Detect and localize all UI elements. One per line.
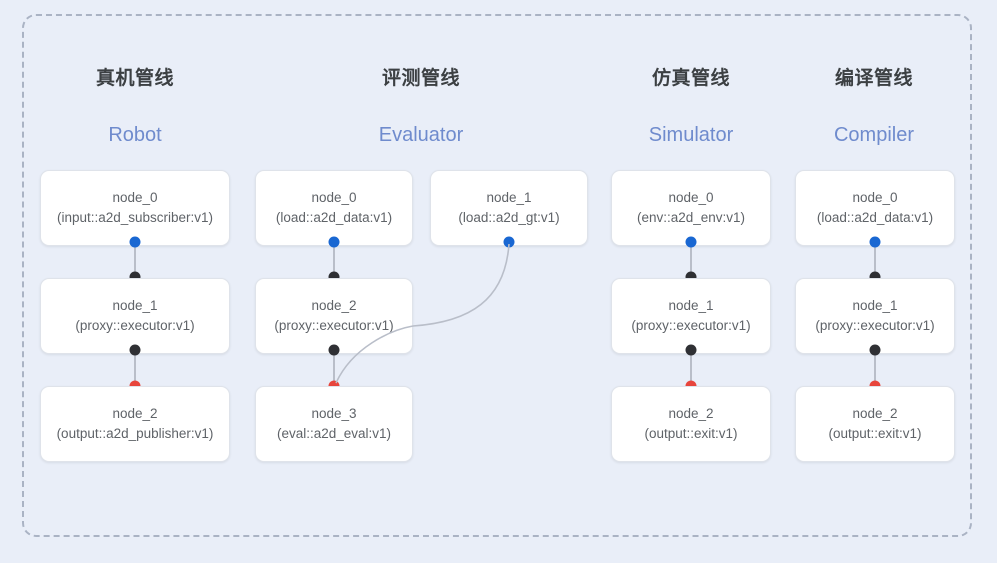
node-label-type: (proxy::executor:v1) (75, 318, 195, 333)
edge-compiler-0-1 (874, 241, 876, 279)
port-output-icon[interactable] (869, 236, 881, 248)
node-label-name: node_3 (311, 406, 357, 421)
node-label-name: node_0 (311, 190, 357, 205)
node-label-type: (load::a2d_data:v1) (275, 210, 393, 225)
port-input-icon[interactable] (869, 271, 881, 283)
node-label-type: (load::a2d_gt:v1) (458, 210, 560, 225)
column-title-simulator: 仿真管线 (651, 68, 730, 89)
port-output-icon[interactable] (328, 344, 340, 356)
column-subtitle-compiler: Compiler (833, 124, 915, 146)
edge-evaluator-2-3 (333, 349, 335, 387)
node-simulator-0[interactable]: node_0 (env::a2d_env:v1) (611, 170, 771, 246)
node-label-type: (proxy::executor:v1) (631, 318, 751, 333)
node-label-type: (proxy::executor:v1) (274, 318, 394, 333)
edge-simulator-0-1 (690, 241, 692, 279)
port-input-icon[interactable] (685, 271, 697, 283)
node-label-type: (proxy::executor:v1) (815, 318, 935, 333)
port-output-icon[interactable] (685, 236, 697, 248)
node-simulator-2[interactable]: node_2 (output::exit:v1) (611, 386, 771, 462)
column-title-compiler: 编译管线 (834, 68, 913, 89)
edge-evaluator-0-2 (333, 241, 335, 279)
edge-robot-0-1 (134, 241, 136, 279)
node-label-name: node_0 (112, 190, 158, 205)
port-output-icon[interactable] (328, 236, 340, 248)
port-output-icon[interactable] (503, 236, 515, 248)
node-robot-1[interactable]: node_1 (proxy::executor:v1) (40, 278, 230, 354)
port-input-icon[interactable] (129, 271, 141, 283)
node-label-type: (env::a2d_env:v1) (636, 210, 746, 225)
port-output-icon[interactable] (129, 236, 141, 248)
node-label-name: node_1 (668, 298, 714, 313)
node-label-name: node_2 (311, 298, 357, 313)
column-title-robot: 真机管线 (95, 68, 174, 89)
diagram-dashed-frame (22, 14, 972, 537)
node-label-type: (output::exit:v1) (644, 426, 738, 441)
port-output-icon[interactable] (685, 344, 697, 356)
column-subtitle-evaluator: Evaluator (378, 124, 464, 146)
node-label-type: (eval::a2d_eval:v1) (276, 426, 392, 441)
node-evaluator-2[interactable]: node_2 (proxy::executor:v1) (255, 278, 413, 354)
node-label-name: node_2 (852, 406, 898, 421)
node-label-type: (output::a2d_publisher:v1) (56, 426, 214, 441)
port-output-icon[interactable] (869, 344, 881, 356)
node-label-name: node_0 (852, 190, 898, 205)
node-label-name: node_1 (852, 298, 898, 313)
column-title-evaluator: 评测管线 (381, 68, 460, 89)
node-label-name: node_1 (486, 190, 532, 205)
node-evaluator-3[interactable]: node_3 (eval::a2d_eval:v1) (255, 386, 413, 462)
node-simulator-1[interactable]: node_1 (proxy::executor:v1) (611, 278, 771, 354)
node-label-name: node_0 (668, 190, 714, 205)
edge-robot-1-2 (134, 349, 136, 387)
column-subtitle-robot: Robot (108, 124, 162, 146)
node-evaluator-0[interactable]: node_0 (load::a2d_data:v1) (255, 170, 413, 246)
node-compiler-0[interactable]: node_0 (load::a2d_data:v1) (795, 170, 955, 246)
node-label-type: (load::a2d_data:v1) (816, 210, 934, 225)
node-compiler-1[interactable]: node_1 (proxy::executor:v1) (795, 278, 955, 354)
node-compiler-2[interactable]: node_2 (output::exit:v1) (795, 386, 955, 462)
column-subtitle-simulator: Simulator (648, 124, 734, 146)
node-label-type: (input::a2d_subscriber:v1) (56, 210, 214, 225)
node-evaluator-1-gt[interactable]: node_1 (load::a2d_gt:v1) (430, 170, 588, 246)
node-label-name: node_2 (112, 406, 158, 421)
edge-simulator-1-2 (690, 349, 692, 387)
port-input-icon[interactable] (328, 271, 340, 283)
node-label-name: node_1 (112, 298, 158, 313)
port-output-icon[interactable] (129, 344, 141, 356)
node-label-type: (output::exit:v1) (828, 426, 922, 441)
edge-compiler-1-2 (874, 349, 876, 387)
node-robot-0[interactable]: node_0 (input::a2d_subscriber:v1) (40, 170, 230, 246)
node-robot-2[interactable]: node_2 (output::a2d_publisher:v1) (40, 386, 230, 462)
node-label-name: node_2 (668, 406, 714, 421)
